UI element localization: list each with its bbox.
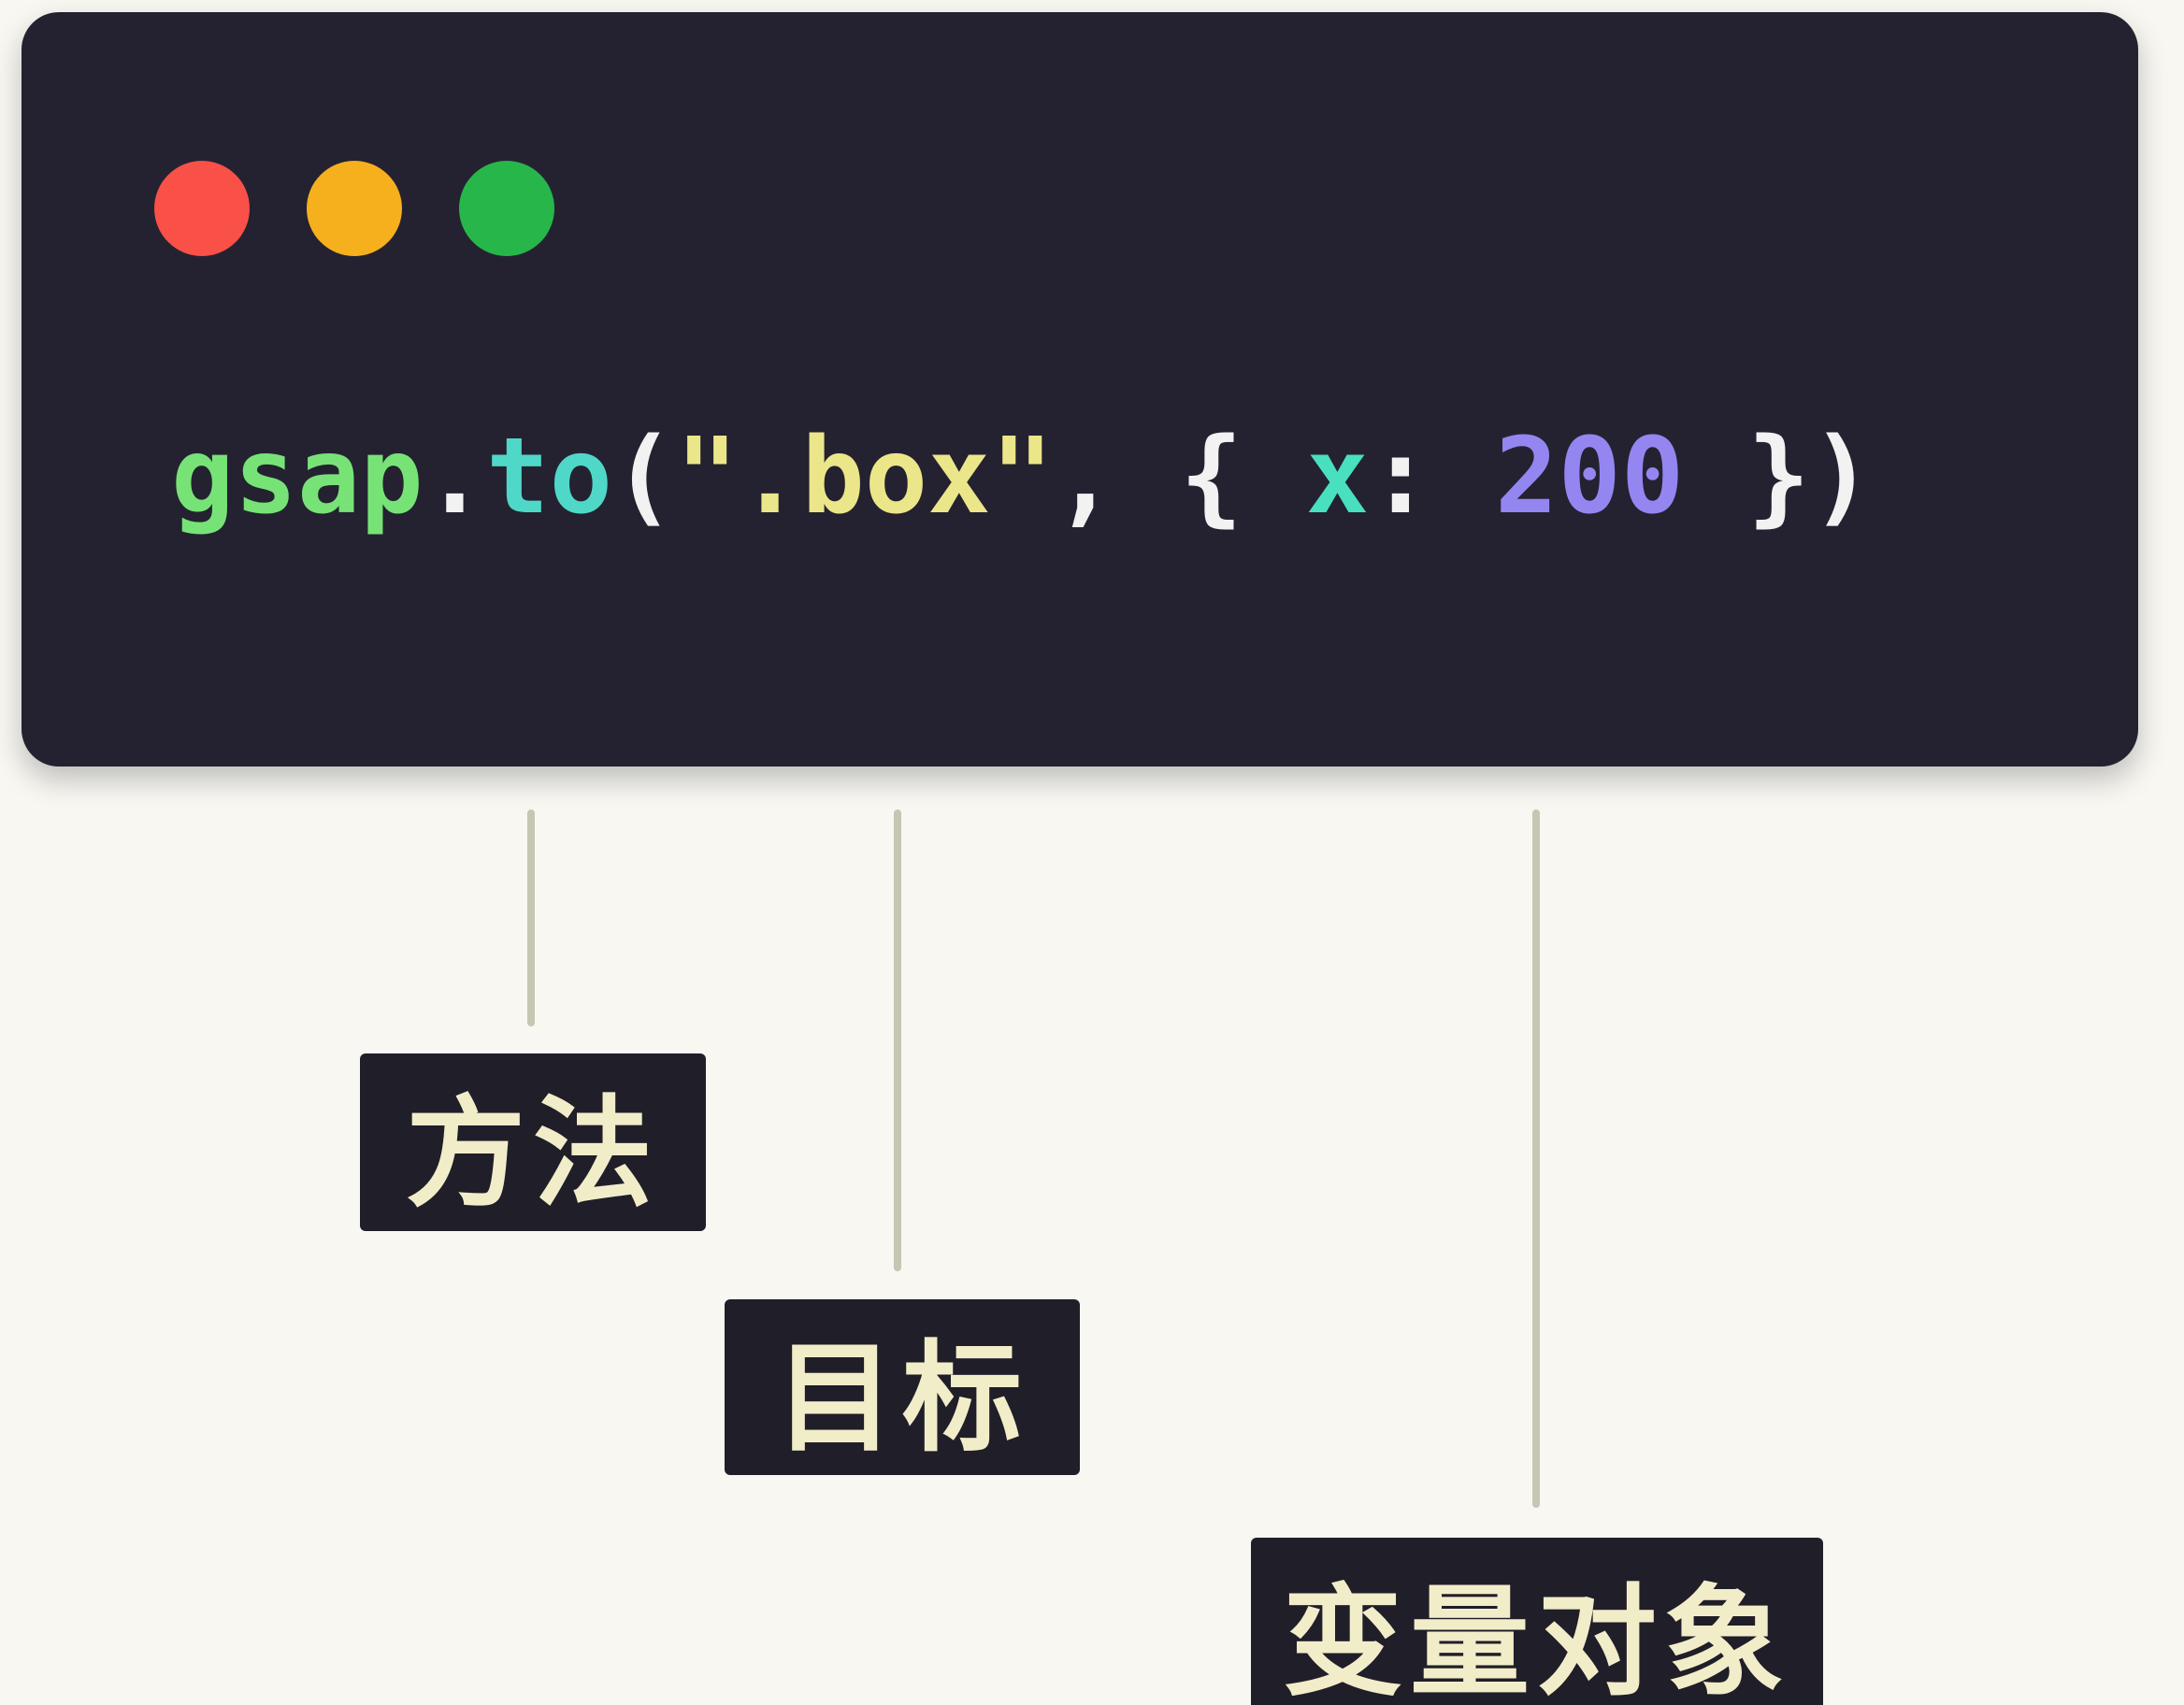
code-token	[1684, 416, 1746, 537]
code-token: ".box"	[675, 416, 1055, 537]
code-token: x	[1305, 416, 1370, 537]
label-target: 目标	[725, 1299, 1080, 1475]
code-token: ,	[1054, 416, 1180, 537]
code-token: .	[423, 416, 487, 537]
window-controls	[154, 161, 554, 256]
connector-line-target	[894, 810, 901, 1271]
minimize-button[interactable]	[307, 161, 402, 256]
code-token: {	[1179, 416, 1306, 537]
code-token: )	[1810, 416, 1874, 537]
code-token: to	[486, 416, 613, 537]
label-vars-object-text: 变量对象	[1282, 1575, 1791, 1705]
code-token: (	[612, 416, 676, 537]
zoom-button[interactable]	[459, 161, 554, 256]
label-vars-object: 变量对象	[1251, 1538, 1823, 1705]
code-token: gsap	[171, 416, 424, 537]
code-token: :	[1369, 416, 1496, 537]
label-method-text: 方法	[405, 1086, 660, 1221]
label-method: 方法	[360, 1053, 706, 1231]
connector-line-method	[527, 810, 535, 1026]
close-button[interactable]	[154, 161, 250, 256]
code-token: }	[1746, 416, 1811, 537]
code-editor-window: gsap.to(".box", { x: 200 })	[22, 12, 2138, 767]
label-target-text: 目标	[774, 1331, 1029, 1466]
connector-line-vars-object	[1532, 810, 1540, 1508]
code-token: 200	[1495, 416, 1685, 537]
code-line: gsap.to(".box", { x: 200 })	[171, 424, 1874, 529]
